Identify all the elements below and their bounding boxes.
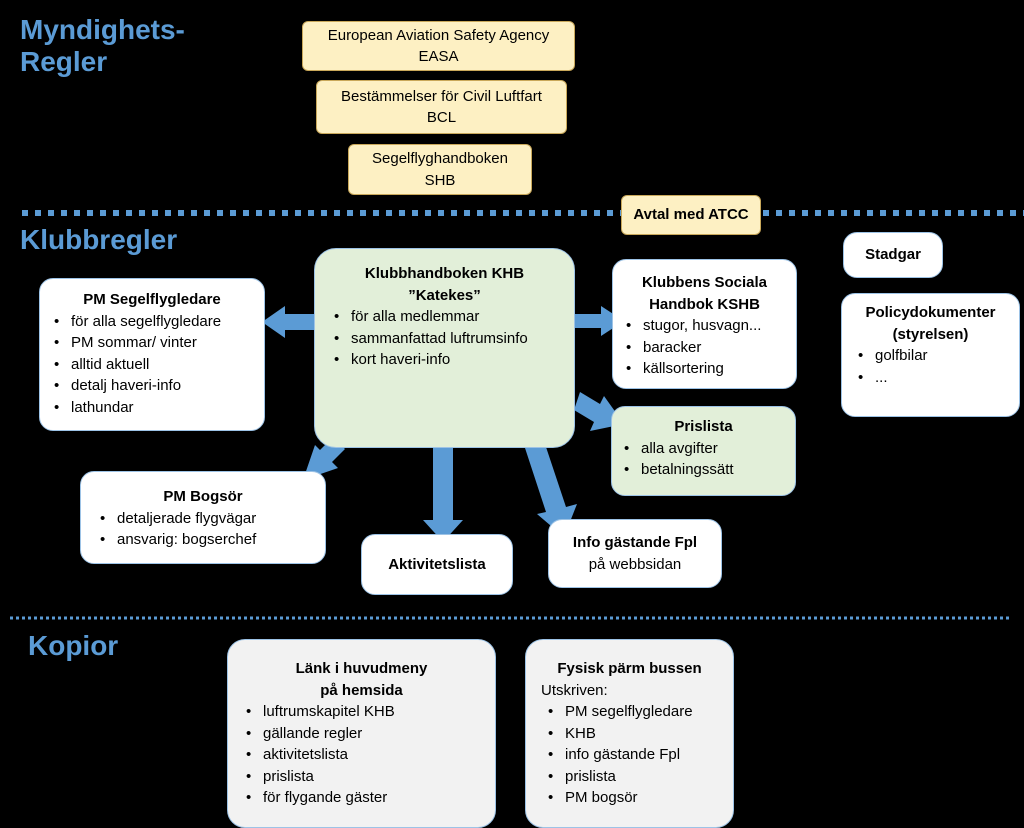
- pm-bog-item: ansvarig: bogserchef: [93, 529, 325, 551]
- info-subtitle: på webbsidan: [588, 555, 682, 573]
- policy-list: golfbilar ...: [851, 345, 1019, 388]
- box-fysisk-parm: Fysisk pärm bussen Utskriven: PM segelfl…: [525, 639, 734, 828]
- box-stadgar: Stadgar: [843, 232, 943, 278]
- pm-bog-title: PM Bogsör: [163, 488, 243, 505]
- box-policydokumenter: Policydokumenter (styrelsen) golfbilar .…: [841, 293, 1020, 417]
- pm-seg-item: PM sommar/ vinter: [47, 332, 264, 354]
- khb-title: Klubbhandboken KHB ”Katekes”: [364, 265, 525, 304]
- kshb-list: stugor, husvagn... baracker källsorterin…: [619, 315, 796, 380]
- khb-list: för alla medlemmar sammanfattad luftrums…: [327, 306, 574, 371]
- divider-authority-club: [22, 210, 1024, 216]
- box-easa: European Aviation Safety Agency EASA: [302, 21, 575, 71]
- arrow-khb-to-kshb: [574, 306, 624, 336]
- policy-title: Policydokumenter (styrelsen): [865, 304, 996, 343]
- box-atcc: Avtal med ATCC: [621, 195, 761, 235]
- box-pm-segelflygledare: PM Segelflygledare för alla segelflygled…: [39, 278, 265, 431]
- lank-item: luftrumskapitel KHB: [239, 701, 495, 723]
- box-khb: Klubbhandboken KHB ”Katekes” för alla me…: [314, 248, 575, 448]
- pm-bog-item: detaljerade flygvägar: [93, 508, 325, 530]
- box-info-gastande: Info gästande Fpl på webbsidan: [548, 519, 722, 588]
- parm-item: info gästande Fpl: [541, 744, 733, 766]
- heading-kopior: Kopior: [28, 630, 119, 661]
- khb-item: kort haveri-info: [327, 349, 574, 371]
- arrow-khb-to-pm-segelflygledare: [262, 306, 315, 338]
- kshb-title: Klubbens Sociala Handbok KSHB: [641, 274, 768, 313]
- pm-bog-list: detaljerade flygvägar ansvarig: bogserch…: [93, 508, 325, 551]
- lank-item: för flygande gäster: [239, 787, 495, 809]
- parm-item: KHB: [541, 723, 733, 745]
- aktivitetslista-label: Aktivitetslista: [388, 555, 486, 573]
- prislista-list: alla avgifter betalningssätt: [617, 438, 795, 481]
- khb-item: sammanfattad luftrumsinfo: [327, 328, 574, 350]
- policy-item: golfbilar: [851, 345, 1019, 367]
- heading-klubbregler: Klubbregler: [20, 224, 178, 255]
- box-shb: Segelflyghandboken SHB: [348, 144, 532, 195]
- lank-list: luftrumskapitel KHB gällande regler akti…: [239, 701, 495, 809]
- parm-title: Fysisk pärm bussen: [557, 660, 702, 677]
- pm-seg-item: alltid aktuell: [47, 354, 264, 376]
- prislista-item: betalningssätt: [617, 459, 795, 481]
- policy-item: ...: [851, 367, 1019, 389]
- lank-item: prislista: [239, 766, 495, 788]
- box-pm-bogsor: PM Bogsör detaljerade flygvägar ansvarig…: [80, 471, 326, 564]
- kshb-item: källsortering: [619, 358, 796, 380]
- arrow-khb-to-aktivitetslista: [423, 448, 463, 542]
- khb-item: för alla medlemmar: [327, 306, 574, 328]
- arrow-khb-to-info: [525, 444, 577, 537]
- box-kshb: Klubbens Sociala Handbok KSHB stugor, hu…: [612, 259, 797, 389]
- box-shb-line2: SHB: [424, 171, 456, 189]
- pm-seg-item: detalj haveri-info: [47, 375, 264, 397]
- heading-myndighetsregler: Myndighets- Regler: [20, 14, 185, 77]
- box-bcl: Bestämmelser för Civil Luftfart BCL: [316, 80, 567, 134]
- prislista-item: alla avgifter: [617, 438, 795, 460]
- box-easa-line1: European Aviation Safety Agency: [327, 26, 550, 44]
- box-easa-line2: EASA: [418, 48, 459, 65]
- pm-seg-item: lathundar: [47, 397, 264, 419]
- pm-seg-list: för alla segelflygledare PM sommar/ vint…: [47, 311, 264, 419]
- box-atcc-label: Avtal med ATCC: [633, 206, 749, 224]
- info-title: Info gästande Fpl: [572, 534, 698, 551]
- lank-item: aktivitetslista: [239, 744, 495, 766]
- parm-list: PM segelflygledare KHB info gästande Fpl…: [541, 701, 733, 809]
- kshb-item: baracker: [619, 337, 796, 359]
- pm-seg-item: för alla segelflygledare: [47, 311, 264, 333]
- pm-seg-title: PM Segelflygledare: [83, 291, 221, 308]
- lank-title: Länk i huvudmeny på hemsida: [295, 660, 428, 699]
- parm-subtitle: Utskriven:: [541, 681, 608, 699]
- kshb-item: stugor, husvagn...: [619, 315, 796, 337]
- box-bcl-line1: Bestämmelser för Civil Luftfart: [341, 87, 542, 105]
- lank-item: gällande regler: [239, 723, 495, 745]
- parm-item: PM bogsör: [541, 787, 733, 809]
- parm-item: prislista: [541, 766, 733, 788]
- prislista-title: Prislista: [674, 418, 733, 435]
- divider-club-copies: [10, 616, 1010, 620]
- box-shb-line1: Segelflyghandboken: [372, 150, 508, 167]
- box-prislista: Prislista alla avgifter betalningssätt: [611, 406, 796, 496]
- box-lank-huvudmeny: Länk i huvudmeny på hemsida luftrumskapi…: [227, 639, 496, 828]
- parm-item: PM segelflygledare: [541, 701, 733, 723]
- box-stadgar-label: Stadgar: [865, 246, 921, 264]
- box-aktivitetslista: Aktivitetslista: [361, 534, 513, 595]
- box-bcl-line2: BCL: [426, 109, 457, 126]
